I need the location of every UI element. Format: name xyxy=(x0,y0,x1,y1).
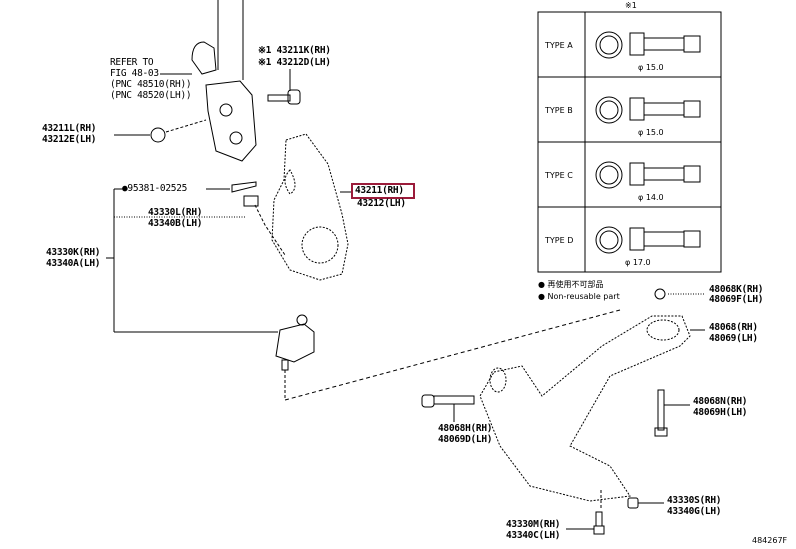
upper-bolt-drawing xyxy=(267,69,301,105)
part-label[interactable]: 43212E(LH) xyxy=(42,134,97,145)
part-label[interactable]: 48068K(RH) xyxy=(709,284,764,295)
part-label[interactable]: 48068H(RH) xyxy=(438,423,493,434)
part-label[interactable]: 48069(LH) xyxy=(709,333,758,344)
bolt-diameter: φ 15.0 xyxy=(638,128,664,137)
part-label[interactable]: 43340B(LH) xyxy=(148,218,203,229)
part-label[interactable]: 43211L(RH) xyxy=(42,123,97,134)
table-title: ※1 xyxy=(625,1,637,10)
part-label[interactable]: 48069H(LH) xyxy=(693,407,748,418)
part-label[interactable]: 43340G(LH) xyxy=(667,506,722,517)
legend-jp-text: 再使用不可部品 xyxy=(547,280,604,289)
cotter-pin-drawing xyxy=(114,181,286,256)
part-label[interactable]: 43340A(LH) xyxy=(46,258,101,269)
figure-id: 484267F xyxy=(752,536,788,545)
knuckle-drawing xyxy=(271,133,349,281)
refer-line-1: REFER TO xyxy=(110,57,154,68)
part-label[interactable]: ●95381-02525 xyxy=(122,183,188,194)
bolt-type: TYPE B xyxy=(545,106,573,115)
part-label[interactable]: 43330M(RH) xyxy=(506,519,561,530)
bolt-type: TYPE D xyxy=(545,236,574,245)
part-label[interactable]: 48069F(LH) xyxy=(709,294,764,305)
part-label[interactable]: 43212(LH) xyxy=(357,198,406,209)
part-label[interactable]: 48069D(LH) xyxy=(438,434,493,445)
refer-line-2: FIG 48-03 xyxy=(110,68,159,79)
part-label[interactable]: ※1 43211K(RH) xyxy=(258,45,331,56)
ball-joint-drawing xyxy=(275,309,621,401)
refer-line-3: (PNC 48510(RH)) xyxy=(110,79,192,90)
lower-arm-drawing xyxy=(479,315,691,502)
part-label[interactable]: 43330L(RH) xyxy=(148,207,203,218)
bolt-type: TYPE C xyxy=(545,171,573,180)
part-label[interactable]: 43340C(LH) xyxy=(506,530,561,541)
bolt-diameter: φ 15.0 xyxy=(638,63,664,72)
bolt-type: TYPE A xyxy=(545,41,573,50)
upper-nut-drawing xyxy=(114,119,207,143)
legend-jp: ● 再使用不可部品 xyxy=(538,280,604,289)
part-label[interactable]: 43330K(RH) xyxy=(46,247,101,258)
strut-drawing xyxy=(160,0,257,162)
bolt-figures xyxy=(595,31,701,254)
bolt-table-grid xyxy=(537,11,722,273)
part-label[interactable]: 48068(RH) xyxy=(709,322,758,333)
refer-line-4: (PNC 48520(LH)) xyxy=(110,90,192,101)
fastener-drawings xyxy=(421,288,705,535)
part-label[interactable]: ※1 43212D(LH) xyxy=(258,57,331,68)
part-label[interactable]: 48068N(RH) xyxy=(693,396,748,407)
bolt-diameter: φ 17.0 xyxy=(625,258,651,267)
legend-en: ● Non-reusable part xyxy=(538,292,620,301)
bolt-diameter: φ 14.0 xyxy=(638,193,664,202)
part-label-highlighted[interactable]: 43211(RH) xyxy=(355,185,404,196)
legend-en-text: Non-reusable part xyxy=(547,292,620,301)
highlight-box xyxy=(351,183,415,199)
part-label[interactable]: 43330S(RH) xyxy=(667,495,722,506)
